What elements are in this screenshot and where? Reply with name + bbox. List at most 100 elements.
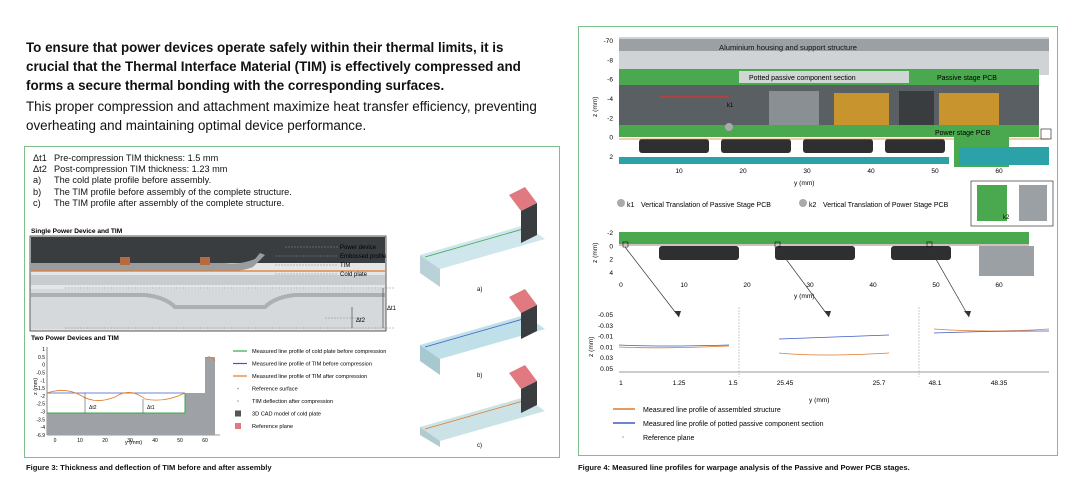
- k2-detail-label: k2: [1003, 215, 1010, 221]
- x-tick-label: 1.25: [673, 380, 686, 387]
- single-device-photo: [29, 235, 395, 332]
- x-tick-label: 10: [77, 438, 83, 444]
- legend-item: Reference plane: [643, 435, 694, 442]
- x-tick-label: 30: [127, 438, 133, 444]
- legend-item: Measured line profile of assembled struc…: [643, 407, 781, 414]
- assembly-cross-section: Aluminium housing and support structure …: [619, 37, 1052, 167]
- x-tick-label: 48.1: [929, 380, 942, 387]
- intro-body-text: This proper compression and attachment m…: [26, 99, 537, 133]
- translation-legend: k1 Vertical Translation of Passive Stage…: [617, 180, 1054, 227]
- y-tick-label: 0.05: [600, 366, 613, 373]
- y-tick-label: -6.9: [36, 433, 45, 439]
- label-power-device: Power device: [340, 245, 377, 251]
- x-tick-label: 20: [743, 282, 751, 289]
- x-tick-label: 0: [54, 438, 57, 444]
- legend-item: Reference surface: [252, 387, 298, 393]
- y-tick-label: -0.5: [36, 370, 45, 376]
- y-tick-label: -0.03: [598, 323, 613, 330]
- figure-3-caption: Figure 3: Thickness and deflection of TI…: [26, 463, 272, 472]
- y-tick-label: 0: [609, 243, 613, 250]
- view-b: b): [420, 289, 545, 379]
- y-tick-label: -2: [41, 394, 46, 400]
- zoom-arrows: [624, 246, 971, 318]
- y-tick-label: -8: [607, 57, 613, 64]
- x-tick-label: 10: [680, 282, 688, 289]
- x-tick-label: 20: [102, 438, 108, 444]
- x-tick-label: 40: [869, 282, 877, 289]
- legend-item: TIM deflection after compression: [252, 399, 333, 405]
- two-devices-chart: Δt2 Δt1 z (mm) y (mm): [33, 347, 220, 446]
- y-tick-label: -70: [603, 38, 613, 45]
- view-a-label: a): [477, 287, 482, 293]
- y-tick-label: 0.5: [38, 355, 45, 361]
- y-tick-label: -4: [41, 425, 46, 431]
- legend-item: Measured line profile of TIM after compr…: [252, 374, 367, 380]
- x-tick-label: 1: [619, 380, 623, 387]
- intro-bold-text: To ensure that power devices operate saf…: [26, 40, 521, 93]
- legend-item: 3D CAD model of cold plate: [252, 412, 321, 418]
- y-tick-label: 0: [42, 363, 45, 369]
- figure-3-legend: Measured line profile of cold plate befo…: [233, 349, 386, 430]
- k2-label: k2: [809, 202, 817, 209]
- top-x-label: y (mm): [794, 180, 815, 187]
- delta-t1-label: Δt1: [387, 306, 397, 312]
- zoomed-profiles: [618, 307, 1050, 377]
- x-tick-label: 20: [739, 168, 747, 175]
- x-tick-label: 0: [619, 282, 623, 289]
- intro-text: To ensure that power devices operate saf…: [26, 38, 546, 135]
- figure-4-caption: Figure 4: Measured line profiles for war…: [578, 463, 910, 472]
- bottom-y-label: z (mm): [588, 336, 595, 357]
- x-tick-label: 50: [177, 438, 183, 444]
- legend-swatch: [237, 387, 239, 390]
- x-tick-label: 10: [675, 168, 683, 175]
- top-y-label: z (mm): [592, 96, 599, 117]
- legend-swatch: [235, 410, 241, 417]
- x-tick-label: 60: [202, 438, 208, 444]
- y-tick-label: -1: [41, 378, 46, 384]
- two-devices-title: Two Power Devices and TIM: [31, 335, 119, 342]
- y-tick-label: 0.01: [600, 344, 613, 351]
- view-a: a): [420, 187, 545, 293]
- delta-t2-chart-label: Δt2: [89, 405, 97, 411]
- x-tick-label: 25.7: [873, 380, 886, 387]
- k1-description: Vertical Translation of Passive Stage PC…: [641, 202, 771, 209]
- single-device-callouts: Power device Embossed profile TIM Cold p…: [275, 245, 397, 328]
- x-tick-label: 50: [931, 168, 939, 175]
- legend-item: Measured line profile of cold plate befo…: [252, 349, 386, 355]
- k2-description: Vertical Translation of Power Stage PCB: [823, 202, 949, 209]
- two-devices-x-ticks: 0 10 20 30 40 50 60: [54, 438, 208, 444]
- y-tick-label: -4: [607, 96, 613, 103]
- housing-label: Aluminium housing and support structure: [719, 43, 857, 52]
- y-tick-label: -0.05: [598, 312, 613, 319]
- x-tick-label: 40: [867, 168, 875, 175]
- figure-4-legend: Measured line profile of assembled struc…: [613, 407, 824, 442]
- y-tick-label: 4: [609, 270, 613, 277]
- view-c-label: c): [477, 443, 482, 449]
- k1-label: k1: [627, 202, 635, 209]
- x-tick-label: 60: [995, 282, 1003, 289]
- legend-item: Reference plane: [252, 424, 293, 430]
- x-tick-label: 1.5: [728, 380, 737, 387]
- y-tick-label: -3.5: [36, 417, 45, 423]
- bottom-x-label: y (mm): [809, 397, 830, 404]
- x-tick-label: 40: [152, 438, 158, 444]
- x-tick-label: 50: [932, 282, 940, 289]
- x-tick-label: 30: [803, 168, 811, 175]
- figure-4-drawing: Aluminium housing and support structure …: [588, 37, 1054, 442]
- delta-t2-label: Δt2: [356, 318, 366, 324]
- view-c: c): [420, 365, 545, 449]
- x-tick-label: 48.35: [991, 380, 1008, 387]
- legend-swatch: [235, 423, 241, 429]
- middle-y-label: z (mm): [592, 242, 599, 263]
- label-cold-plate: Cold plate: [340, 272, 368, 278]
- legend-item: Measured line profile of potted passive …: [643, 421, 824, 428]
- y-tick-label: -0.01: [598, 334, 613, 341]
- y-tick-label: 2: [609, 257, 613, 264]
- legend-swatch: [622, 436, 624, 438]
- legend-swatch: [237, 400, 239, 402]
- delta-t1-chart-label: Δt1: [147, 405, 155, 411]
- y-tick-label: 2: [609, 154, 613, 161]
